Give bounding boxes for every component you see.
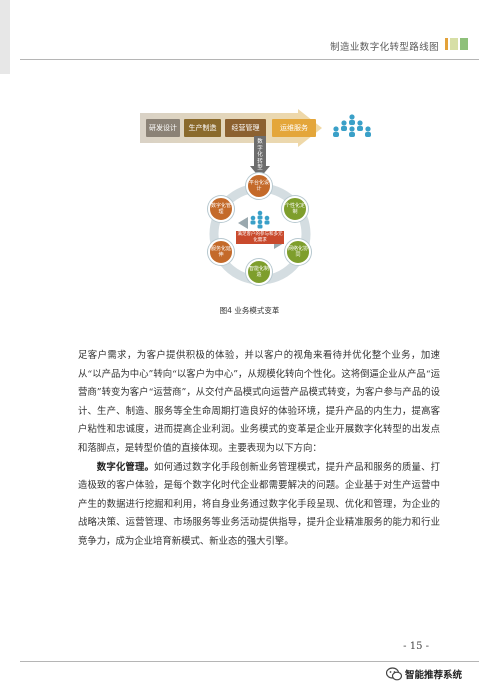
paragraph-lead-digital-management: 数字化管理。 [96, 461, 155, 473]
node-digital-management: 数字化管理 [208, 196, 234, 222]
node-personalized-customization: 个性化定制 [282, 196, 308, 222]
customer-group-icon [333, 114, 371, 137]
watermark-text: 智能推荐系统 [405, 670, 463, 681]
center-customer-needs-label: 满足客户的参与和多元化需求 [236, 231, 284, 244]
body-paragraph-1: 足客户需求，为客户提供积极的体验，并以客户的视角来看待并优化整个业务，加速从“以… [78, 350, 440, 454]
body-paragraph-2-text: 如何通过数字化手段创新业务管理模式，提升产品和服务的质量、打造极致的客户体验，是… [78, 461, 440, 547]
stage-maintenance-service: 运维服务 [272, 119, 316, 137]
stage-production: 生产制造 [184, 119, 221, 137]
header-rule [20, 59, 479, 60]
header-mark-green [460, 38, 468, 50]
stage-operations-management: 经营管理 [225, 119, 266, 137]
page-number: - 15 - [403, 641, 429, 652]
stage-rd-design: 研发设计 [146, 119, 180, 137]
transformation-label: 数字化转型 [257, 139, 263, 171]
header-mark-orange [445, 38, 448, 50]
watermark: 智能推荐系统 [386, 665, 462, 683]
body-paragraph-2: 数字化管理。如何通过数字化手段创新业务管理模式，提升产品和服务的质量、打造极致的… [78, 459, 440, 552]
body-text: 足客户需求，为客户提供积极的体验，并以客户的视角来看待并优化整个业务，加速从“以… [78, 347, 440, 552]
figure-caption: 图4 业务模式变革 [219, 306, 280, 315]
wechat-icon [386, 667, 402, 681]
node-networked-collaboration: 网络化协同 [285, 239, 311, 265]
header-mark-light-green [450, 38, 458, 50]
running-header-title: 制造业数字化转型路线图 [330, 42, 439, 53]
transformation-down-arrow [250, 136, 270, 178]
business-model-figure: 研发设计 生产制造 经营管理 运维服务 数字化转型 平台化设计 个性化定制 网络… [138, 109, 378, 299]
node-platform-design: 平台化设计 [246, 173, 272, 199]
footer-rule [20, 661, 479, 662]
node-service-extension: 服务化延伸 [208, 239, 234, 265]
center-customer-icon [250, 210, 270, 229]
page-edge-strip [0, 0, 10, 74]
node-intelligent-manufacturing: 智能化制造 [246, 259, 272, 285]
